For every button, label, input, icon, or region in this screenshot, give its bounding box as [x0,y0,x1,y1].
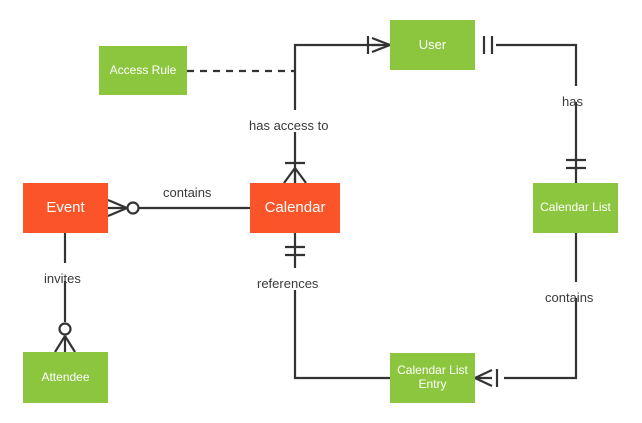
connector-has-access-to [283,36,391,184]
relationship-label-contains-list-entry: contains [545,290,594,305]
entity-event-label: Event [46,199,85,217]
entity-user[interactable]: User [390,20,475,70]
entity-user-label: User [418,36,447,52]
entity-calendar-list[interactable]: Calendar List [533,183,618,233]
entity-calendar-list-entry-label: Calendar List Entry [397,363,468,391]
relationship-label-invites: invites [44,271,81,286]
entity-attendee[interactable]: Attendee [23,352,108,403]
relationship-label-has: has [562,94,583,109]
relationship-label-contains-event-calendar: contains [163,185,212,200]
entity-access-rule[interactable]: Access Rule [99,46,187,95]
connector-contains-event-calendar [107,198,250,218]
entity-access-rule-label: Access Rule [109,62,177,77]
entity-calendar-list-entry[interactable]: Calendar List Entry [390,353,475,403]
connector-has [482,36,586,183]
entity-calendar[interactable]: Calendar [250,183,340,233]
connector-references [285,233,390,380]
entity-event[interactable]: Event [23,183,108,233]
relationship-label-references: references [257,276,319,291]
connector-contains-list-entry [474,233,578,387]
connector-invites [54,233,76,353]
entity-calendar-label: Calendar [264,199,326,217]
relationship-label-has-access-to: has access to [249,118,329,133]
entity-attendee-label: Attendee [41,369,90,384]
entity-calendar-list-label: Calendar List [540,200,611,215]
